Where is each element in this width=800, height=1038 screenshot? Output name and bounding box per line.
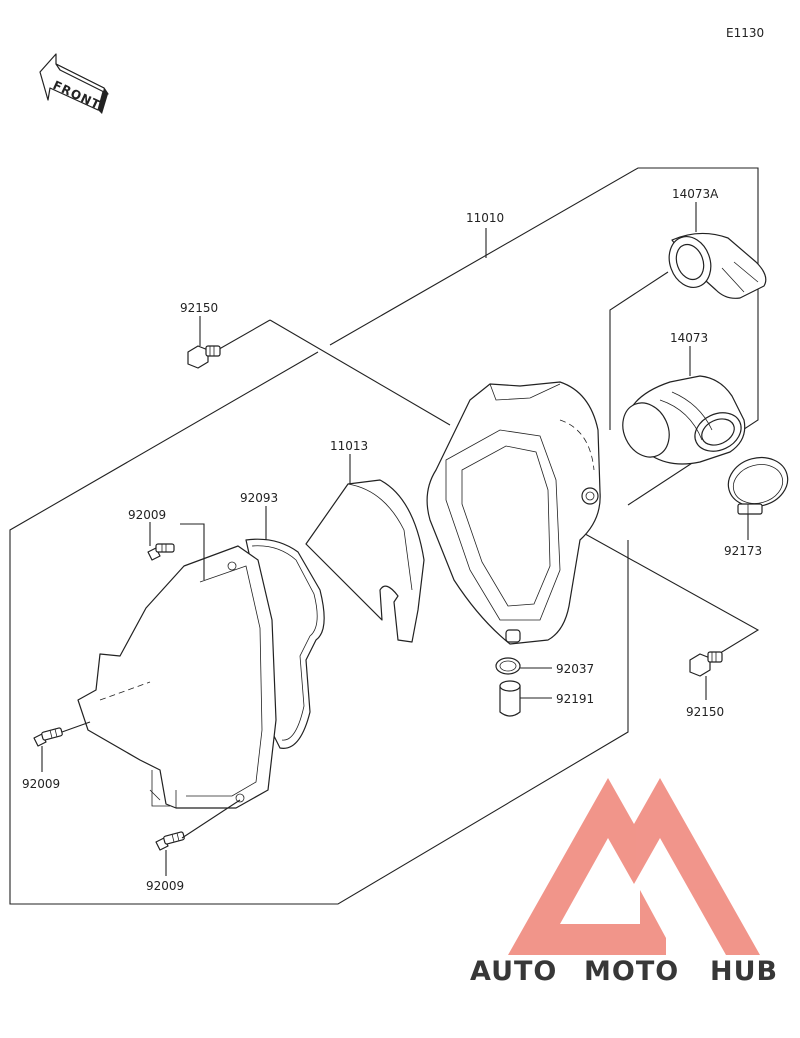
duct-14073 (622, 375, 746, 465)
label-92191: 92191 (556, 692, 594, 706)
label-92173: 92173 (724, 544, 762, 558)
watermark-hub: HUB (710, 956, 778, 987)
label-14073a: 14073A (672, 187, 719, 201)
o-ring-92037 (495, 657, 521, 675)
bolt-92150-top (187, 345, 221, 369)
cap-92191 (499, 680, 521, 717)
air-cleaner-cover (77, 545, 277, 809)
label-92093: 92093 (240, 491, 278, 505)
label-11010: 11010 (466, 211, 504, 225)
screw-92009-left (33, 727, 63, 747)
screw-92009-upper (147, 543, 175, 561)
bolt-92150-right (689, 651, 723, 677)
front-arrow-icon: FRONT (39, 53, 109, 114)
watermark-moto: MOTO (584, 956, 679, 987)
filter-element-11013 (305, 479, 425, 643)
part-labels: 11010 14073A 14073 92150 11013 92009 920… (22, 187, 762, 893)
label-92009-left: 92009 (22, 777, 60, 791)
screw-92009-bottom (155, 831, 185, 851)
label-92150-right: 92150 (686, 705, 724, 719)
leader-lines (41, 202, 749, 876)
diagram-code: E1130 (726, 26, 764, 40)
label-14073: 14073 (670, 331, 708, 345)
label-11013: 11013 (330, 439, 368, 453)
label-92009-upper: 92009 (128, 508, 166, 522)
clamp-92173 (727, 456, 789, 515)
watermark-auto: AUTO (470, 956, 557, 987)
watermark-logo: AUTO MOTO HUB (470, 778, 778, 987)
label-92150-top: 92150 (180, 301, 218, 315)
air-cleaner-housing-11010 (426, 381, 601, 645)
label-92009-bottom: 92009 (146, 879, 184, 893)
duct-14073a (668, 232, 767, 299)
label-92037: 92037 (556, 662, 594, 676)
